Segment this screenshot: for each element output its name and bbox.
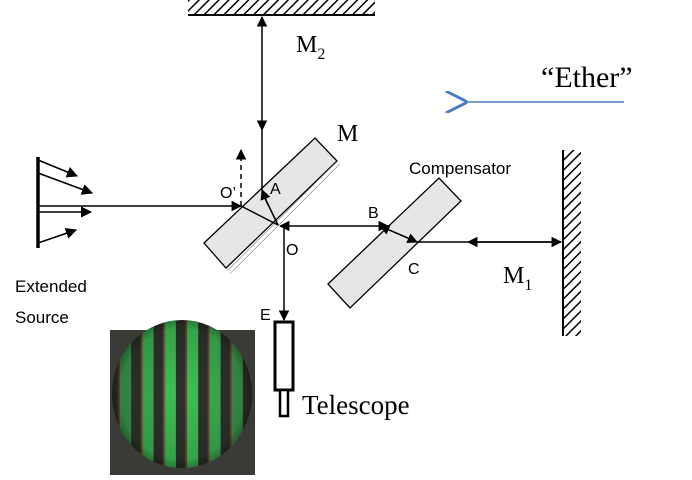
label-ether: “Ether” (541, 61, 633, 94)
label-compensator: Compensator (409, 159, 511, 178)
mirror-m1-hatch (563, 150, 581, 336)
mirror-m2 (188, 0, 375, 16)
source-ray (37, 159, 79, 178)
label-mirror-m1: M1 (503, 263, 532, 294)
beam-b-to-c (379, 224, 418, 244)
label-point-a: A (270, 181, 281, 198)
beam-splitter-plate (203, 137, 341, 274)
label-source-line2: Source (15, 308, 69, 327)
label-mirror-m2: M2 (296, 32, 325, 63)
telescope-eyepiece (278, 388, 290, 418)
telescope (273, 320, 295, 418)
label-point-b: B (368, 205, 379, 222)
label-point-e: E (260, 307, 271, 324)
compensator-plate (327, 177, 462, 309)
beam-splitter-body (203, 137, 338, 269)
refracted-beam-in-plate (240, 205, 279, 226)
mirror-m1 (562, 150, 581, 336)
label-beam-splitter: M (337, 121, 358, 147)
mirror-m2-hatch (188, 0, 375, 15)
telescope-tube (273, 320, 295, 392)
label-source-line1: Extended (15, 277, 87, 296)
label-point-o-prime: O’ (220, 185, 236, 202)
extended-source (36, 157, 94, 248)
label-point-o: O (286, 242, 298, 259)
source-ray (37, 227, 78, 244)
beam-splitter-silvering (226, 161, 341, 274)
label-point-c: C (408, 261, 420, 278)
label-telescope: Telescope (302, 390, 410, 420)
source-ray (37, 172, 94, 195)
fringe-vignette (112, 320, 252, 468)
interference-fringes-photo (110, 320, 255, 475)
arrow-at-a (260, 189, 271, 206)
compensator-body (327, 177, 462, 309)
